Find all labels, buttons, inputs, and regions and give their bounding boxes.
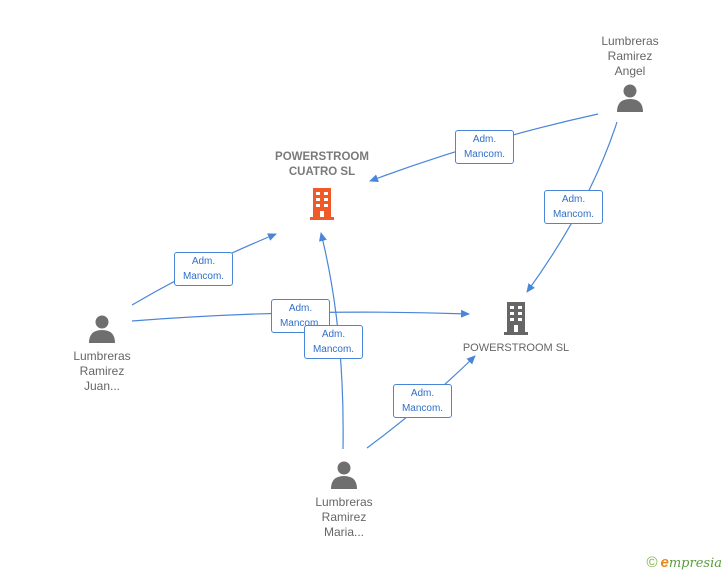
person-name-line-1: Lumbreras — [315, 495, 373, 509]
brand-initial: e — [660, 554, 669, 571]
person-name-line-3: Juan... — [83, 379, 121, 393]
edge-label-line-2: Mancom. — [182, 271, 225, 282]
node-person-juan[interactable]: Lumbreras Ramirez Juan... — [56, 314, 148, 394]
person-name-line-2: Ramirez — [79, 364, 125, 378]
empresia-logo: ©empresia — [646, 554, 722, 571]
node-powerstroom-cuatro[interactable]: POWERSTROOM CUATRO SL — [262, 150, 382, 220]
edge-label-line-1: Adm. — [321, 329, 346, 340]
edge-label-maria-powerstroom[interactable]: Adm. Mancom. — [393, 384, 452, 418]
edge-label-angel-powerstroom[interactable]: Adm. Mancom. — [544, 190, 603, 224]
person-name-line-2: Ramirez — [607, 49, 653, 63]
building-icon — [310, 188, 334, 220]
edge-label-angel-powerstroom-cuatro[interactable]: Adm. Mancom. — [455, 130, 514, 164]
edge-label-line-2: Mancom. — [312, 344, 355, 355]
node-person-maria[interactable]: Lumbreras Ramirez Maria... — [298, 460, 390, 540]
copyright-icon: © — [646, 554, 658, 571]
edge-label-line-1: Adm. — [288, 303, 313, 314]
brand-name: mpresia — [668, 556, 722, 571]
company-name-powerstroom: POWERSTROOM SL — [462, 342, 570, 354]
edge-label-juan-powerstroom-cuatro[interactable]: Adm. Mancom. — [174, 252, 233, 286]
person-name-line-1: Lumbreras — [601, 34, 659, 48]
edge-label-line-1: Adm. — [472, 134, 497, 145]
building-icon — [504, 302, 528, 335]
person-name-line-2: Ramirez — [321, 510, 367, 524]
person-name-line-3: Angel — [614, 64, 646, 78]
edge-label-line-1: Adm. — [410, 388, 435, 399]
edge-label-maria-powerstroom-cuatro[interactable]: Adm. Mancom. — [304, 325, 363, 359]
person-icon — [617, 84, 643, 112]
company-name-powerstroom-cuatro: POWERSTROOM CUATRO SL — [275, 151, 369, 178]
edge-label-line-2: Mancom. — [401, 403, 444, 414]
node-powerstroom[interactable]: POWERSTROOM SL — [456, 300, 576, 356]
person-name-line-1: Lumbreras — [73, 349, 131, 363]
node-person-angel[interactable]: Lumbreras Ramirez Angel — [584, 34, 676, 113]
person-name-line-3: Maria... — [323, 525, 364, 539]
edge-label-line-1: Adm. — [191, 256, 216, 267]
edge-label-line-2: Mancom. — [463, 149, 506, 160]
person-icon — [89, 315, 115, 343]
edge-label-line-2: Mancom. — [279, 318, 322, 329]
edge-label-line-1: Adm. — [561, 194, 586, 205]
edge-label-line-2: Mancom. — [552, 209, 595, 220]
person-icon — [331, 461, 357, 489]
